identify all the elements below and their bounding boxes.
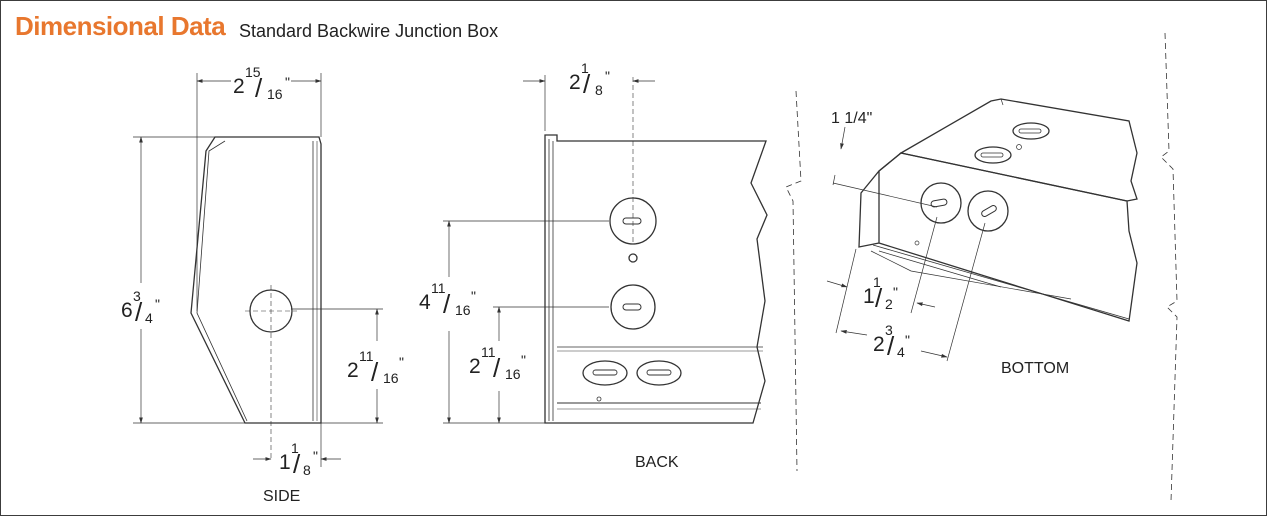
side-dim-hole-height-num: 11 — [359, 348, 374, 364]
back-box-outline — [544, 134, 768, 424]
bottom-dim-second-hole-num: 3 — [885, 322, 893, 338]
back-view-label: BACK — [635, 454, 679, 471]
bottom-view — [826, 98, 1138, 362]
side-dim-width: 2 15 / 16 " — [233, 64, 290, 103]
svg-text:": " — [471, 288, 476, 304]
fraction-slash: / — [875, 283, 883, 313]
bottom-dim-depth: 1 1/4" — [831, 110, 872, 127]
back-dim-hole-offset-num: 1 — [581, 60, 589, 76]
bottom-dim-first-hole-den: 2 — [885, 296, 893, 312]
bottom-dim-second-hole: 2 3 / 4 " — [873, 322, 910, 361]
side-dim-height-whole: 6 — [121, 299, 133, 322]
page-title: Dimensional Data — [15, 11, 226, 41]
bottom-dim-first-hole-num: 1 — [873, 274, 881, 290]
svg-text:": " — [155, 296, 160, 312]
side-dim-hole-offset-num: 1 — [291, 440, 299, 456]
back-dim-upper-hole-num: 11 — [431, 280, 446, 296]
bottom-dim-first-hole: 1 1 / 2 " — [863, 274, 898, 313]
svg-text:": " — [285, 74, 290, 90]
bottom-front-knockout-2 — [967, 190, 1009, 232]
side-dim-hole-height-den: 16 — [383, 370, 399, 386]
bottom-view-label: BOTTOM — [1001, 360, 1069, 377]
back-dim-lower-hole-whole: 2 — [469, 355, 481, 378]
fraction-slash: / — [293, 449, 301, 479]
back-dim-hole-offset-whole: 2 — [569, 71, 581, 94]
side-dim-hole-height: 2 11 / 16 " — [347, 348, 404, 387]
side-dim-hole-offset-den: 8 — [303, 462, 311, 478]
bottom-top-knockout-2 — [974, 146, 1012, 164]
back-dim-lower-hole: 2 11 / 16 " — [469, 344, 526, 383]
side-dim-width-num: 15 — [245, 64, 261, 80]
back-bottom-knockout-1 — [582, 360, 628, 386]
side-dim-height: 6 3 / 4 " — [121, 288, 160, 327]
bottom-front-knockout-1 — [920, 182, 962, 224]
bottom-top-knockout-1 — [1012, 122, 1050, 140]
back-view — [443, 75, 768, 424]
fraction-slash: / — [255, 73, 263, 103]
break-line-bottom — [1160, 32, 1178, 502]
svg-text:": " — [313, 448, 318, 464]
side-box-inner-edge — [196, 140, 248, 422]
side-box-outline — [190, 136, 322, 424]
svg-text:": " — [399, 354, 404, 370]
side-dim-hole-offset-whole: 1 — [279, 451, 291, 474]
fraction-slash: / — [493, 353, 501, 383]
back-dim-hole-offset: 2 1 / 8 " — [569, 60, 610, 99]
fraction-slash: / — [887, 331, 895, 361]
bottom-box-front — [878, 152, 1138, 322]
side-dim-hole-offset: 1 1 / 8 " — [279, 440, 318, 479]
side-dim-width-den: 16 — [267, 86, 283, 102]
back-small-hole — [628, 253, 638, 263]
svg-text:": " — [521, 352, 526, 368]
bottom-box-top — [899, 98, 1138, 202]
back-bottom-knockout-2 — [636, 360, 682, 386]
bottom-box-side — [858, 152, 902, 248]
back-dim-upper-hole-den: 16 — [455, 302, 471, 318]
side-dim-hole-height-whole: 2 — [347, 359, 359, 382]
svg-text:": " — [605, 68, 610, 84]
back-dim-lower-hole-den: 16 — [505, 366, 521, 382]
back-dim-upper-hole-whole: 4 — [419, 291, 431, 314]
side-view — [133, 73, 383, 467]
fraction-slash: / — [135, 297, 143, 327]
back-dim-upper-hole: 4 11 / 16 " — [419, 280, 476, 319]
fraction-slash: / — [583, 69, 591, 99]
bottom-dim-first-hole-whole: 1 — [863, 285, 875, 308]
bottom-dim-second-hole-den: 4 — [897, 344, 905, 360]
back-dim-hole-offset-den: 8 — [595, 82, 603, 98]
page-subtitle: Standard Backwire Junction Box — [239, 21, 499, 41]
bottom-dim-second-hole-whole: 2 — [873, 333, 885, 356]
side-view-label: SIDE — [263, 488, 300, 505]
side-dim-height-den: 4 — [145, 310, 153, 326]
svg-text:": " — [905, 332, 910, 348]
fraction-slash: / — [371, 357, 379, 387]
svg-text:": " — [893, 284, 898, 300]
back-lower-knockout — [610, 284, 656, 330]
fraction-slash: / — [443, 289, 451, 319]
break-line-back — [785, 90, 802, 472]
back-dim-lower-hole-num: 11 — [481, 344, 496, 360]
side-dim-width-whole: 2 — [233, 75, 245, 98]
side-dim-height-num: 3 — [133, 288, 141, 304]
